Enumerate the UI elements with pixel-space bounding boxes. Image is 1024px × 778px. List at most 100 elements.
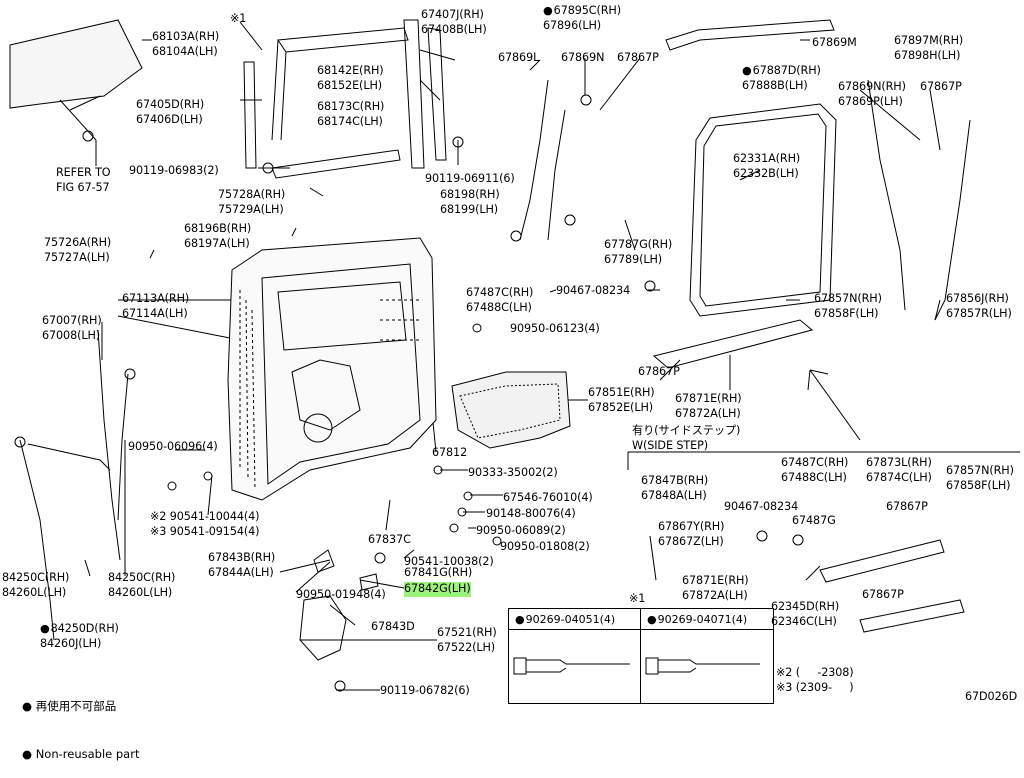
rivet-drawings <box>514 659 760 673</box>
rivet-table: 90269-04051(4) 90269-04071(4) <box>508 608 774 704</box>
arrow-up <box>807 369 861 441</box>
callout-l43[interactable]: 67546-76010(4) <box>503 491 593 504</box>
callout-l40[interactable]: 67487C(RH) 67488C(LH) <box>781 456 849 484</box>
callout-l67[interactable]: 90119-06782(6) <box>380 684 470 697</box>
callout-l61: ※1 <box>629 592 646 605</box>
callout-l49[interactable]: 67867Y(RH) 67867Z(LH) <box>658 520 725 548</box>
callout-l8[interactable]: 67407J(RH) 67408B(LH) <box>421 8 487 36</box>
callout-l45[interactable]: 90148-80076(4) <box>486 507 576 520</box>
center-sash <box>403 19 447 169</box>
callout-l17[interactable]: 67869N(RH) 67869P(LH) <box>838 80 906 108</box>
callout-l30[interactable]: 67857N(RH) 67858F(LH) <box>814 292 882 320</box>
callout-l28[interactable]: 67487C(RH) 67488C(LH) <box>466 286 534 314</box>
fasteners <box>14 94 804 692</box>
callout-l16[interactable]: 67897M(RH) 67898H(LH) <box>894 34 964 62</box>
callout-l22[interactable]: 68196B(RH) 68197A(LH) <box>184 222 252 250</box>
belt-molding <box>271 149 401 179</box>
callout-l11[interactable]: 67869L <box>498 51 540 64</box>
callout-l21[interactable]: 68198(RH) 68199(LH) <box>440 188 500 216</box>
callout-l34[interactable]: 67871E(RH) 67872A(LH) <box>675 392 742 420</box>
non-reusable-dot-icon: ● <box>22 747 36 761</box>
door-weatherstrip <box>689 103 837 317</box>
callout-l2[interactable]: 68103A(RH) 68104A(LH) <box>152 30 220 58</box>
side-step-frame <box>627 451 1020 470</box>
callout-l20[interactable]: 75728A(RH) 75729A(LH) <box>218 188 286 216</box>
rivet-table-header-rule <box>509 629 773 630</box>
callout-l15[interactable]: 67887D(RH) 67888B(LH) <box>742 64 821 93</box>
speaker-hole <box>303 413 333 443</box>
callout-l41[interactable]: 67873L(RH) 67874C(LH) <box>866 456 932 484</box>
callout-l54[interactable]: 90541-10038(2) <box>404 555 494 568</box>
callout-l1[interactable]: ※1 <box>230 12 247 25</box>
callout-l10[interactable]: 67895C(RH) 67896(LH) <box>543 4 621 33</box>
callout-l59[interactable]: 67871E(RH) 67872A(LH) <box>682 574 749 602</box>
diagram-code: 67D026D <box>965 690 1018 703</box>
glass-run-channel <box>271 27 409 141</box>
footnote-dates: ※2 ( -2308) ※3 (2309- ) <box>776 666 854 694</box>
door-wire-left <box>519 79 566 241</box>
callout-l26[interactable]: 67007(RH) 67008(LH) <box>42 314 102 342</box>
door-panel <box>227 237 437 501</box>
callout-l5[interactable]: 90119-06983(2) <box>129 164 219 177</box>
callout-l6[interactable]: 68142E(RH) 68152E(LH) <box>317 64 384 92</box>
rivet-col2-header[interactable]: 90269-04071(4) <box>647 612 748 627</box>
callout-l62[interactable]: 62345D(RH) 62346C(LH) <box>771 600 840 628</box>
legend-line-en: ● Non-reusable part <box>22 746 139 762</box>
legend: ● 再使用不可部品 ● Non-reusable part <box>22 666 139 778</box>
callout-l58[interactable]: 84250C(RH) 84260L(LH) <box>108 571 176 599</box>
side-step <box>652 319 965 633</box>
callout-l64[interactable]: 84250D(RH) 84260J(LH) <box>40 622 119 651</box>
rear-harness <box>97 329 129 561</box>
parts-diagram-artwork <box>9 19 1020 692</box>
lower-hinge <box>299 595 347 661</box>
callout-l66[interactable]: 67521(RH) 67522(LH) <box>437 626 497 654</box>
callout-l13[interactable]: 67867P <box>617 51 659 64</box>
callout-l63[interactable]: 67867P <box>862 588 904 601</box>
callout-l51[interactable]: 67837C <box>368 533 411 546</box>
callout-l47[interactable]: 67867P <box>886 500 928 513</box>
callout-l29[interactable]: 90950-06123(4) <box>510 322 600 335</box>
callout-l53[interactable]: 67843B(RH) 67844A(LH) <box>208 551 276 579</box>
callout-l48[interactable]: ※2 90541-10044(4) ※3 90541-09154(4) <box>150 510 260 538</box>
callout-l14[interactable]: 67869M <box>812 36 857 49</box>
rear-sash <box>243 61 257 169</box>
callout-l42[interactable]: 67857N(RH) 67858F(LH) <box>946 464 1014 492</box>
legend-en-text: Non-reusable part <box>35 747 140 761</box>
callout-l46[interactable]: 67487G <box>792 514 836 527</box>
legend-jp-text: 再使用不可部品 <box>35 699 117 713</box>
callout-l4[interactable]: REFER TO FIG 67-57 <box>56 166 111 194</box>
callout-l18[interactable]: 67867P <box>920 80 962 93</box>
callout-l50[interactable]: 90950-06089(2) <box>476 524 566 537</box>
non-reusable-dot-icon: ● <box>22 699 36 713</box>
callout-l52[interactable]: 90950-01808(2) <box>500 540 590 553</box>
callout-l33[interactable]: 67851E(RH) 67852E(LH) <box>588 386 655 414</box>
callout-l39[interactable]: 67847B(RH) 67848A(LH) <box>641 474 709 502</box>
callout-l57[interactable]: 84250C(RH) 84260L(LH) <box>2 571 70 599</box>
callout-l12[interactable]: 67869N <box>561 51 605 64</box>
door-hatching <box>239 290 420 491</box>
callout-l35[interactable]: 90950-06096(4) <box>128 440 218 453</box>
callout-l38[interactable]: 90333-35002(2) <box>468 466 558 479</box>
callout-l19[interactable]: 62331A(RH) 62332B(LH) <box>733 152 801 180</box>
rivet-table-divider <box>640 609 641 703</box>
callout-l56-highlighted[interactable]: 67842G(LH) <box>404 582 471 597</box>
callout-l3[interactable]: 67405D(RH) 67406D(LH) <box>136 98 205 126</box>
legend-line-jp: ● 再使用不可部品 <box>22 698 139 714</box>
callout-l25[interactable]: 67113A(RH) 67114A(LH) <box>122 292 190 320</box>
callout-l31[interactable]: 67856J(RH) 67857R(LH) <box>946 292 1012 320</box>
door-wire-right <box>867 79 971 321</box>
callout-l55[interactable]: 67841G(RH) <box>404 566 473 579</box>
callout-l23[interactable]: 75726A(RH) 75727A(LH) <box>44 236 112 264</box>
callout-l36[interactable]: 67812 <box>432 446 468 459</box>
callout-l32[interactable]: 67867P <box>638 365 680 378</box>
callout-l44[interactable]: 90467-08234 <box>724 500 799 513</box>
callout-l9[interactable]: 90119-06911(6) <box>425 172 515 185</box>
callout-l7[interactable]: 68173C(RH) 68174C(LH) <box>317 100 385 128</box>
rivet-col1-header[interactable]: 90269-04051(4) <box>515 612 616 627</box>
bracket-small <box>313 535 821 591</box>
callout-l65[interactable]: 67843D <box>371 620 415 633</box>
callout-l24[interactable]: 67787G(RH) 67789(LH) <box>604 238 673 266</box>
callout-l27[interactable]: 90467-08234 <box>556 284 631 297</box>
leader-lines <box>59 21 941 691</box>
callout-l60[interactable]: 90950-01948(4) <box>296 588 386 601</box>
